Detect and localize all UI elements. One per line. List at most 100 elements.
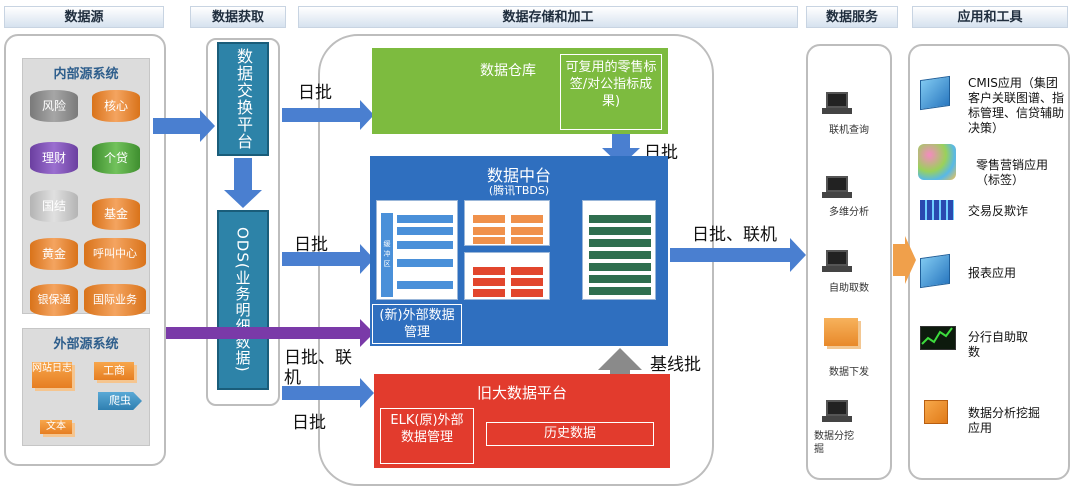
computer-icon — [822, 266, 852, 272]
arrow-external-to-middle — [166, 319, 374, 347]
box-icon — [924, 400, 948, 424]
source-call-center: 呼叫中心 — [84, 238, 146, 270]
arrow-sources-to-exchange — [153, 110, 215, 142]
header-data-sources: 数据源 — [4, 6, 164, 28]
mini-chip — [473, 278, 505, 286]
old-big-data-platform — [374, 374, 670, 468]
source-crawler: 爬虫 — [98, 392, 142, 410]
new-external-data-mgmt: (新)外部数据管理 — [372, 304, 462, 344]
computer-icon — [826, 176, 848, 192]
data-exchange-platform-label: 数据交换平台 — [234, 48, 253, 150]
label-batch-online-left: 日批、联机 — [284, 348, 352, 388]
mini-diagram-right — [582, 200, 656, 300]
mini-chip — [511, 227, 543, 235]
computer-icon — [822, 416, 852, 422]
mini-chip — [589, 287, 651, 295]
source-website-log: 网站日志 — [32, 362, 72, 388]
internal-sources-title: 内部源系统 — [53, 67, 119, 82]
mini-chip — [589, 263, 651, 271]
mini-chip — [473, 237, 505, 244]
chart-icon — [920, 326, 956, 350]
ods-box: ODS(业务明细数据) — [217, 210, 269, 390]
computer-icon — [822, 108, 852, 114]
computer-icon — [822, 192, 852, 198]
source-gold: 黄金 — [30, 238, 78, 270]
source-personal-loan: 个贷 — [92, 142, 140, 174]
mini-chip — [511, 237, 543, 244]
mini-chip — [397, 241, 453, 249]
source-core: 核心 — [92, 90, 140, 122]
service-self-fetch: 自助取数 — [829, 283, 869, 294]
arrow-exchange-to-ods — [224, 158, 262, 208]
mini-diagram-top — [464, 200, 550, 246]
mini-chip — [473, 289, 505, 297]
data-warehouse-title: 数据仓库 — [480, 63, 536, 79]
data-middle-platform-subtitle: (腾讯TBDS) — [488, 184, 550, 197]
label-batch-online-right: 日批、联机 — [692, 225, 777, 245]
mini-diagram-mid — [464, 252, 550, 300]
header-apps-tools: 应用和工具 — [912, 6, 1068, 28]
external-sources-title: 外部源系统 — [53, 337, 119, 352]
services-panel — [806, 44, 892, 480]
label-batch-warehouse: 日批 — [298, 83, 332, 103]
source-intl-business: 国际业务 — [84, 284, 146, 316]
marketing-icon — [918, 144, 956, 180]
source-business-registry: 工商 — [94, 362, 134, 380]
mini-chip — [397, 215, 453, 223]
data-exchange-platform: 数据交换平台 — [217, 42, 269, 156]
service-online-query: 联机查询 — [829, 125, 869, 136]
mini-chip — [589, 251, 651, 259]
mini-diagram-left: 缓冲区 — [376, 200, 458, 300]
app-data-mining: 数据分析挖掘应用 — [968, 406, 1041, 435]
history-data-box: 历史数据 — [486, 422, 654, 446]
folder-icon — [824, 318, 858, 346]
source-risk: 风险 — [30, 90, 78, 122]
mini-chip — [397, 281, 453, 289]
mini-buffer-bar: 缓冲区 — [381, 213, 393, 297]
header-data-acquisition: 数据获取 — [190, 6, 286, 28]
arrow-to-middle-platform — [282, 244, 374, 274]
mini-chip — [397, 259, 453, 267]
mini-chip — [589, 239, 651, 247]
source-fund: 基金 — [92, 198, 140, 230]
app-retail-marketing: 零售营销应用（标签） — [976, 158, 1049, 187]
mini-chip — [473, 267, 505, 275]
cube-icon — [920, 253, 950, 289]
mini-chip — [589, 227, 651, 235]
data-middle-platform-title: 数据中台 — [486, 166, 551, 185]
source-wealth: 理财 — [30, 142, 78, 174]
old-big-data-platform-title: 旧大数据平台 — [476, 384, 567, 402]
computer-icon — [826, 400, 848, 416]
label-batch-middle: 日批 — [294, 235, 328, 255]
mini-chip — [589, 275, 651, 283]
elk-external-data-mgmt: ELK(原)外部数据管理 — [380, 408, 474, 464]
source-text: 文本 — [40, 420, 72, 434]
arrow-warehouse-to-middle — [602, 134, 640, 166]
reusable-tags-box: 可复用的零售标签/对公指标成果) — [560, 54, 662, 130]
mini-chip — [589, 215, 651, 223]
service-data-distribution: 数据下发 — [829, 367, 869, 378]
app-branch-self-fetch: 分行自助取数 — [968, 330, 1029, 359]
app-report: 报表应用 — [968, 266, 1017, 280]
mini-chip — [511, 278, 543, 286]
cube-icon — [920, 75, 950, 111]
arrow-to-old-platform — [282, 378, 374, 408]
header-data-storage: 数据存储和加工 — [298, 6, 798, 28]
source-bancassurance: 银保通 — [30, 284, 78, 316]
label-batch-bottom: 日批 — [292, 413, 326, 433]
mini-chip — [511, 267, 543, 275]
mini-chip — [473, 215, 505, 223]
label-baseline-batch: 基线批 — [650, 355, 701, 375]
arrow-services-to-apps — [893, 236, 916, 284]
computer-icon — [826, 250, 848, 266]
mini-chip — [473, 227, 505, 235]
source-intl-settlement: 国结 — [30, 190, 78, 222]
computer-icon — [826, 92, 848, 108]
service-olap: 多维分析 — [829, 207, 869, 218]
app-cmis: CMIS应用（集团客户关联图谱、指标管理、信贷辅助决策） — [968, 76, 1065, 135]
header-data-services: 数据服务 — [806, 6, 898, 28]
data-warehouse — [372, 48, 668, 134]
mini-chip — [511, 215, 543, 223]
arrow-to-warehouse — [282, 100, 374, 130]
